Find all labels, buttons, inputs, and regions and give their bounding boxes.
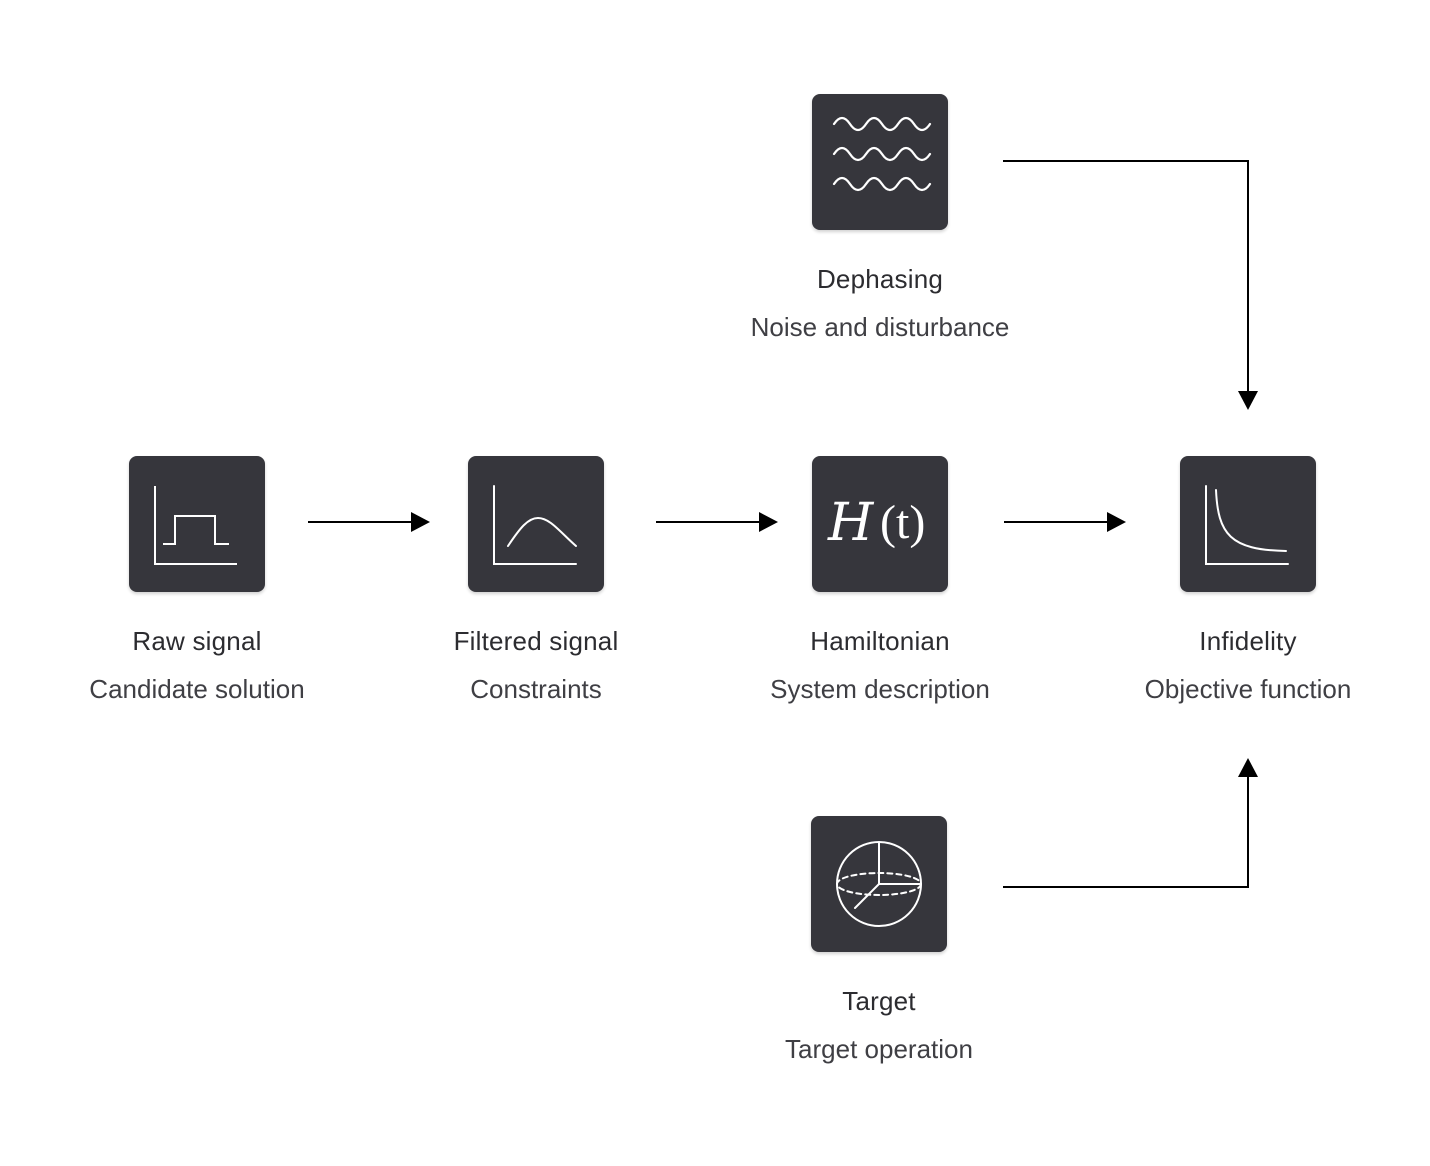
node-filtered-signal: Filtered signal Constraints <box>386 456 686 705</box>
raw-signal-tile <box>129 456 265 592</box>
decay-curve-icon <box>1205 485 1289 565</box>
arrow-filtered-to-hamiltonian <box>656 512 778 532</box>
dephasing-title: Dephasing <box>816 264 944 294</box>
smooth-pulse-icon <box>493 485 577 565</box>
waves-icon <box>832 116 932 192</box>
target-title: Target <box>842 986 916 1016</box>
node-infidelity: Infidelity Objective function <box>1098 456 1398 705</box>
infidelity-subtitle: Objective function <box>1144 674 1352 704</box>
filtered-signal-tile <box>468 456 604 592</box>
hamiltonian-subtitle: System description <box>770 674 990 704</box>
filtered-signal-title: Filtered signal <box>453 626 619 656</box>
square-pulse-icon <box>154 486 237 565</box>
node-raw-signal: Raw signal Candidate solution <box>47 456 347 705</box>
formula-argument: (t) <box>880 496 925 549</box>
formula-symbol: H <box>827 493 875 553</box>
infidelity-tile <box>1180 456 1316 592</box>
bloch-sphere-icon <box>836 841 922 927</box>
hamiltonian-formula-icon: H (t) <box>827 493 925 553</box>
arrow-target-to-infidelity <box>1003 758 1258 888</box>
arrow-raw-to-filtered <box>308 512 430 532</box>
target-subtitle: Target operation <box>785 1034 973 1064</box>
node-dephasing: Dephasing Noise and disturbance <box>730 94 1030 343</box>
dephasing-subtitle: Noise and disturbance <box>750 312 1010 342</box>
node-hamiltonian: H (t) Hamiltonian System description <box>730 456 1030 705</box>
arrow-hamiltonian-to-infidelity <box>1004 512 1126 532</box>
arrow-dephasing-to-infidelity <box>1003 160 1258 410</box>
hamiltonian-title: Hamiltonian <box>810 626 950 656</box>
dephasing-tile <box>812 94 948 230</box>
node-target: Target Target operation <box>729 816 1029 1065</box>
hamiltonian-tile: H (t) <box>812 456 948 592</box>
filtered-signal-subtitle: Constraints <box>470 674 602 704</box>
raw-signal-title: Raw signal <box>132 626 262 656</box>
infidelity-title: Infidelity <box>1199 626 1297 656</box>
raw-signal-subtitle: Candidate solution <box>89 674 305 704</box>
target-tile <box>811 816 947 952</box>
